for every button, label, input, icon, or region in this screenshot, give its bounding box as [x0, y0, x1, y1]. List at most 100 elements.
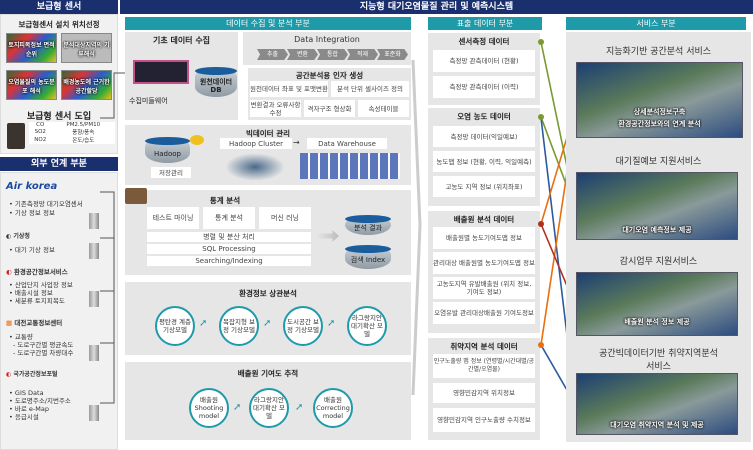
- hadoop-elephant-icon: [190, 135, 204, 145]
- source-item: - 도로구간별 차량대수: [13, 349, 74, 357]
- output-item: 농도맵 정보 (현황, 이력, 익일예측): [433, 151, 535, 172]
- sensor-panel: 보급형센서 설치 위치선정 토지피복정보 면적순위 분석대상지역의 기류해석 오…: [0, 14, 118, 154]
- collect-block: 기초 데이터 수집 원천데이터 DB 수집미들웨어: [125, 32, 238, 120]
- national-portal-logo: ◐ 국가공간정보포털: [6, 371, 58, 378]
- source-item: • 대기 기상 정보: [9, 246, 55, 254]
- source-item: - 도로구간별 평균속도: [13, 341, 74, 349]
- factor-title: 공간분석용 인자 생성: [295, 71, 364, 80]
- external-panel: Air korea • 기존측정망 대기오염센서 • 기상 정보 정보 ◐ 기상…: [0, 172, 118, 450]
- step-integrate: 통합: [317, 49, 348, 60]
- search-index-cylinder: 검색 Index: [345, 245, 391, 269]
- emission-model: 배출원 Correcting model: [313, 388, 353, 428]
- hadoop-cylinder: Hadoop: [145, 137, 190, 163]
- source-item: • GIS Data: [9, 389, 44, 397]
- link-dot: [538, 114, 544, 120]
- arrow-icon: [317, 230, 339, 242]
- site-image: 토지피복정보 면적순위: [6, 33, 57, 63]
- sensor-device-icon: [7, 123, 25, 149]
- service-screenshot: 대기오염 취약지역 분석 및 제공: [576, 373, 738, 435]
- factor-item: 속성테이블: [358, 100, 409, 117]
- step-extract: 추출: [257, 49, 288, 60]
- middleware-label: 수집미들웨어: [129, 97, 168, 105]
- site-selection-title: 보급형센서 설치 위치선정: [18, 20, 100, 29]
- emission-title: 배출원 기여도 추적: [237, 369, 299, 378]
- env-service-logo: ◐ 환경공간정보서비스: [6, 268, 68, 276]
- step-standardize: 표준화: [377, 49, 408, 60]
- factor-block: 공간분석용 인자 생성 원천데이터 좌표 및 포맷변환 분석 단위 셀사이즈 정…: [248, 68, 411, 120]
- processing-item: SQL Processing: [147, 244, 311, 254]
- service-screenshot: 배출원 분석 정보 제공: [576, 272, 738, 336]
- output-group-emission: 배출원 분석 데이터 배출원별 농도기여도맵 정보 관리대상 배출원별 농도기여…: [428, 211, 540, 333]
- output-group-concentration: 오염 농도 데이터 측정망 데이터(익일예보) 농도맵 정보 (현황, 이력, …: [428, 108, 540, 206]
- warehouse-image: [300, 153, 400, 179]
- bigdata-block: 빅데이터 관리 Hadoop 저장관리 Hadoop Cluster → Dat…: [125, 125, 411, 185]
- flow-chevron: [411, 59, 422, 396]
- raw-db-cylinder: 원천데이터 DB: [195, 67, 237, 97]
- data-warehouse-label: Data Warehouse: [307, 138, 387, 149]
- stats-block: 통계 분석 테스트 마이닝 통계 분석 머신 러닝 병렬 및 분산 처리 SQL…: [125, 188, 411, 275]
- traffic-center-logo: ▦ 대전교통정보센터: [6, 319, 63, 327]
- output-group-sensor: 센서측정 데이터 측정망 관측데이터 (현황) 측정망 관측데이터 (이력): [428, 33, 540, 105]
- airkorea-logo: Air korea: [6, 181, 58, 192]
- output-item: 배출원별 농도기여도맵 정보: [433, 227, 535, 249]
- service-title: 지능화기반 공간분석 서비스: [605, 47, 712, 57]
- server-icon: [89, 345, 99, 361]
- source-item: • 바로 e-Map: [9, 405, 49, 413]
- stats-title: 통계 분석: [209, 196, 241, 205]
- factor-item: 변환결과 오류사항 수정: [250, 100, 301, 117]
- output-header: 표출 데이터 부분: [428, 17, 542, 30]
- server-icon: [89, 291, 99, 307]
- source-item: • 응급시설: [9, 413, 39, 421]
- group-title: 센서측정 데이터: [458, 37, 510, 46]
- arrow-icon: ➚: [199, 318, 208, 329]
- service-panel: 지능화기반 공간분석 서비스 상세분석정보구축 환경공간정보와의 연계 분석 대…: [566, 32, 751, 442]
- site-image: 오염물질의 농도분포 해석: [6, 70, 57, 100]
- factor-item: 격자구조 형상화: [304, 100, 355, 117]
- sensor-header: 보급형 센서: [0, 0, 118, 14]
- service-title: 대기질예보 지원서비스: [615, 157, 702, 167]
- collect-title: 기초 데이터 수집: [152, 36, 211, 45]
- server-icon: [89, 213, 99, 229]
- integration-title: Data Integration: [294, 35, 360, 44]
- arrow-icon: ➚: [233, 402, 242, 413]
- output-item: 오염유발 관리대상배출원 기여도정보: [433, 302, 535, 324]
- output-item: 고농도 지역 정보 (위치좌표): [433, 176, 535, 197]
- stats-item: 머신 러닝: [259, 207, 311, 229]
- group-title: 배출원 분석 데이터: [453, 215, 515, 224]
- arrow-icon: ➚: [327, 318, 336, 329]
- storage-label: 저장관리: [151, 167, 191, 178]
- middleware-screenshot: [133, 60, 189, 84]
- output-group-vulnerable: 취약지역 분석 데이터 인구노출량 맵 정보 (연령별/시간대별/공간별/오염물…: [428, 338, 540, 440]
- emission-tracking-block: 배출원 기여도 추적 배출원 Shooting model 라그랑지안 대기확산…: [125, 362, 411, 440]
- env-model: 평탄경 계층 기상모델: [155, 306, 195, 346]
- analysis-header: 데이터 수집 및 분석 부분: [125, 17, 411, 30]
- arrow-icon: →: [293, 138, 300, 147]
- source-item: • 기상 정보 정보: [9, 209, 55, 217]
- env-correlation-block: 환경정보 상관분석 평탄경 계층 기상모델 복잡지형 보정 기상모델 도시공간 …: [125, 282, 411, 355]
- external-header: 외부 연계 부분: [0, 157, 118, 171]
- output-item: 고농도지역 유발배출원 (위치 정보, 기여도 정보): [433, 277, 535, 299]
- sensor-connector: [100, 72, 126, 119]
- bigdata-title: 빅데이터 관리: [245, 129, 290, 138]
- external-connector: [100, 191, 115, 404]
- integration-block: Data Integration 추출 변환 통합 적재 표준화: [243, 32, 411, 65]
- step-transform: 변환: [287, 49, 318, 60]
- env-model: 라그랑지안 대기확산 모델: [347, 306, 387, 346]
- factor-item: 원천데이터 좌표 및 포맷변환: [250, 81, 328, 97]
- service-header: 서비스 부분: [566, 17, 746, 30]
- stats-item: 테스트 마이닝: [147, 207, 199, 229]
- stats-item: 통계 분석: [203, 207, 255, 229]
- source-item: • 기존측정망 대기오염센서: [9, 200, 83, 208]
- link-dot: [538, 39, 544, 45]
- processing-item: Searching/Indexing: [147, 256, 311, 266]
- output-item: 영향민감지역 인구노출량 수치정보: [433, 408, 535, 432]
- hadoop-cluster-label: Hadoop Cluster: [220, 138, 292, 149]
- output-item: 측정망 관측데이터 (이력): [433, 76, 535, 98]
- link-dot: [538, 342, 544, 348]
- source-item: • 산업단지 사업장 정보: [9, 281, 73, 289]
- service-screenshot: 대기오염 예측정보 제공: [576, 172, 738, 240]
- site-image: 분석대상지역의 기류해석: [61, 33, 112, 63]
- output-item: 측정망 데이터(익일예보): [433, 126, 535, 147]
- env-model: 복잡지형 보정 기상모델: [219, 306, 259, 346]
